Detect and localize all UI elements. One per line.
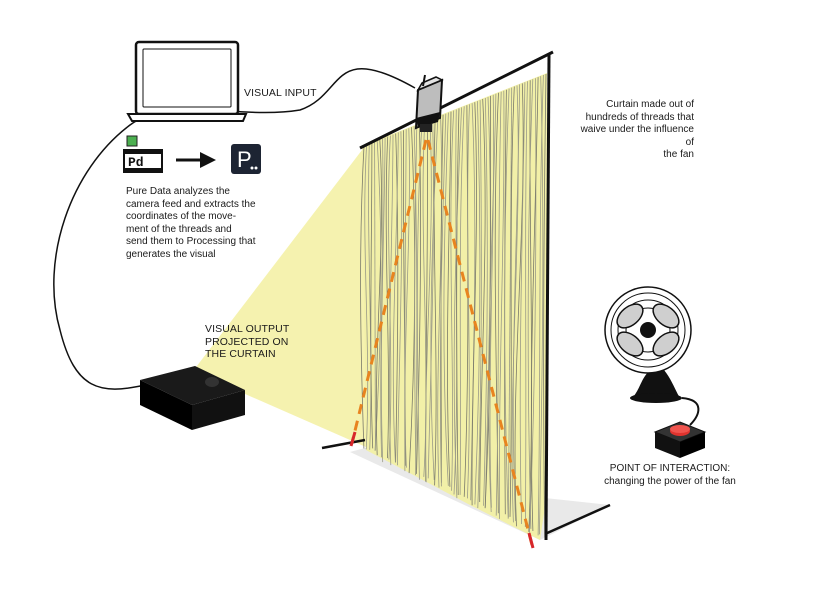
curtain-thread bbox=[524, 81, 528, 528]
curtain-thread bbox=[471, 102, 477, 506]
curtain-thread bbox=[370, 142, 374, 449]
curtain-thread bbox=[514, 83, 524, 527]
curtain-thread bbox=[489, 94, 495, 508]
curtain-thread bbox=[437, 115, 443, 488]
pd-desc-line: camera feed and extracts the bbox=[126, 198, 256, 210]
curtain-thread bbox=[447, 111, 452, 487]
curtain-thread bbox=[364, 144, 369, 450]
curtain-thread bbox=[389, 134, 394, 466]
curtain-thread bbox=[404, 128, 410, 468]
fan-icon bbox=[604, 286, 692, 403]
laptop-icon bbox=[126, 40, 248, 122]
curtain-thread bbox=[380, 137, 386, 463]
curtain-thread bbox=[397, 131, 403, 466]
curtain-thread bbox=[375, 139, 382, 456]
curtain-thread bbox=[495, 91, 502, 516]
camera-view-line-right bbox=[426, 139, 534, 546]
curtain-thread bbox=[380, 138, 384, 458]
curtain-thread bbox=[459, 106, 465, 495]
curtain-thread bbox=[537, 74, 544, 536]
floor-line-right bbox=[544, 503, 611, 536]
curtain-thread bbox=[463, 105, 469, 497]
curtain-desc-line: Curtain made out of bbox=[606, 99, 694, 110]
pd-desc-line: ment of the threads and bbox=[126, 223, 232, 235]
curtain-thread bbox=[470, 103, 476, 501]
curtain-thread bbox=[368, 143, 372, 450]
curtain-thread bbox=[519, 82, 526, 525]
label-pure-data-description: Pure Data analyzes the camera feed and e… bbox=[126, 186, 296, 261]
curtain-thread bbox=[413, 126, 418, 476]
pd-desc-line: Pure Data analyzes the bbox=[126, 186, 230, 197]
label-curtain-description: Curtain made out of hundreds of threads … bbox=[570, 99, 694, 162]
pd-desc-line: generates the visual bbox=[126, 248, 216, 260]
curtain-thread bbox=[433, 117, 437, 486]
curtain-thread bbox=[416, 122, 423, 480]
curtain-thread bbox=[543, 73, 547, 537]
curtain-thread bbox=[443, 112, 449, 486]
curtain-thread bbox=[479, 98, 486, 503]
fan-cable bbox=[681, 397, 700, 426]
red-button-icon bbox=[653, 421, 707, 458]
visual-output-line: VISUAL OUTPUT bbox=[205, 323, 290, 335]
curtain-thread bbox=[374, 140, 382, 451]
interaction-description: changing the power of the fan bbox=[604, 475, 736, 487]
curtain-threads bbox=[360, 73, 547, 537]
curtain-thread bbox=[453, 107, 462, 499]
floor-line-left bbox=[321, 438, 366, 450]
camera-view-line-left bbox=[350, 139, 428, 444]
label-visual-output: VISUAL OUTPUT PROJECTED ON THE CURTAIN bbox=[205, 323, 289, 361]
projector-beam bbox=[190, 150, 392, 447]
curtain-thread bbox=[425, 119, 432, 483]
arrow-right-icon bbox=[176, 152, 216, 168]
curtain-thread bbox=[467, 104, 470, 499]
interaction-title: POINT OF INTERACTION: bbox=[609, 463, 731, 474]
label-visual-input: VISUAL INPUT bbox=[244, 87, 317, 99]
pd-desc-line: send them to Processing that bbox=[126, 236, 256, 247]
label-point-of-interaction: POINT OF INTERACTION: changing the power… bbox=[590, 463, 750, 488]
curtain-rod bbox=[359, 50, 554, 150]
curtain-thread bbox=[512, 84, 520, 522]
curtain-thread bbox=[456, 108, 460, 496]
curtain-thread bbox=[388, 135, 392, 460]
pd-desc-line: coordinates of the move- bbox=[126, 211, 237, 222]
curtain-thread bbox=[450, 110, 455, 491]
curtain-desc-line: waive under the influence of bbox=[580, 124, 694, 148]
curtain-thread bbox=[498, 90, 505, 519]
camera-icon bbox=[414, 74, 444, 132]
processing-icon-glyph: P bbox=[237, 147, 252, 172]
curtain-desc-line: the fan bbox=[663, 149, 694, 160]
curtain-thread bbox=[530, 77, 539, 532]
curtain-thread bbox=[439, 113, 447, 487]
curtain-thread bbox=[395, 133, 399, 463]
visual-output-line: THE CURTAIN bbox=[205, 348, 276, 360]
visual-output-line: PROJECTED ON bbox=[205, 335, 289, 348]
pure-data-icon: Pd bbox=[123, 135, 163, 173]
curtain-thread bbox=[504, 88, 510, 519]
curtain-thread bbox=[474, 101, 481, 505]
curtain-desc-line: hundreds of threads that bbox=[585, 111, 694, 123]
curtain-thread bbox=[528, 80, 532, 532]
curtain-thread bbox=[374, 141, 376, 451]
camera-view-tip-right bbox=[527, 532, 535, 549]
curtain-thread bbox=[477, 100, 482, 509]
curtain-thread bbox=[392, 132, 399, 463]
curtain-thread bbox=[404, 129, 407, 472]
curtain-thread bbox=[488, 93, 497, 513]
camera-view-tip-left bbox=[349, 431, 357, 447]
curtain-post bbox=[544, 54, 551, 541]
processing-icon: P bbox=[231, 144, 261, 174]
curtain-thread bbox=[414, 125, 418, 470]
curtain-thread bbox=[483, 97, 488, 506]
curtain-thread bbox=[416, 124, 421, 474]
pd-icon-text: Pd bbox=[128, 155, 144, 170]
curtain-thread bbox=[527, 79, 534, 529]
projector-icon bbox=[140, 366, 245, 430]
curtain-thread bbox=[360, 145, 365, 449]
cable bbox=[53, 68, 416, 390]
